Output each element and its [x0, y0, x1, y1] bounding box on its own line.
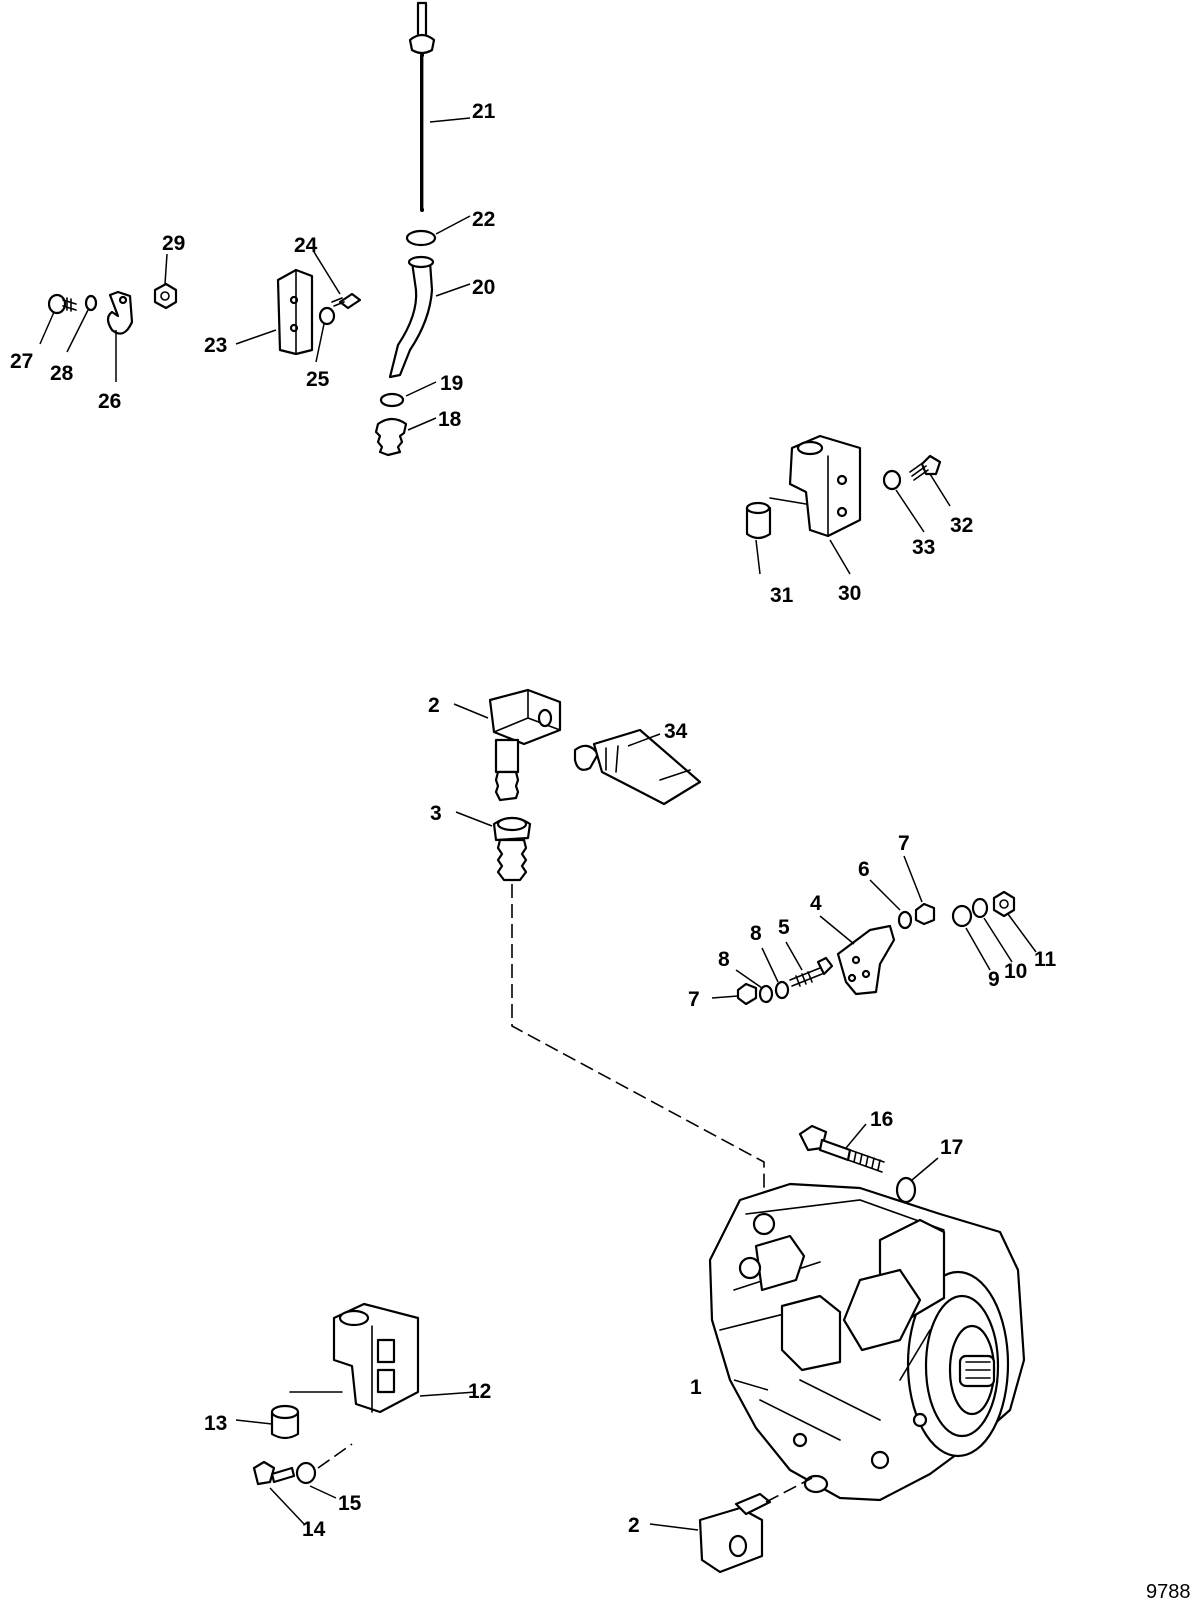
washer-10 [971, 897, 989, 919]
clamp-screw [47, 293, 77, 315]
callout-1: 1 [690, 1376, 702, 1399]
stud-5 [789, 956, 834, 987]
callout-3: 3 [430, 802, 442, 825]
callout-7-left: 7 [688, 988, 700, 1011]
nut-7-right [914, 902, 936, 926]
callout-16: 16 [870, 1108, 893, 1131]
callout-18: 18 [438, 408, 462, 431]
dipstick-handle [408, 1, 436, 55]
washer-8-b [774, 980, 790, 1000]
nut-11 [992, 890, 1016, 918]
callout-27: 27 [10, 350, 33, 373]
elbow-fitting-bottom [698, 1477, 813, 1574]
callout-8-lower: 8 [718, 948, 730, 971]
transmission-housing [708, 1182, 1026, 1502]
callout-23: 23 [204, 334, 227, 357]
callout-9: 9 [988, 968, 1000, 991]
mount-block-lower [289, 1302, 420, 1414]
callout-14: 14 [302, 1518, 326, 1541]
washer-8-a [758, 984, 774, 1004]
mount-block [769, 434, 862, 538]
callout-20: 20 [472, 276, 495, 299]
nut-7-left [736, 982, 758, 1006]
callout-11: 11 [1034, 948, 1057, 971]
mounting-bracket [276, 268, 314, 356]
callout-29: 29 [162, 232, 185, 255]
washer-9 [951, 904, 973, 928]
block-washer [882, 469, 902, 491]
barb-fitting [492, 816, 532, 882]
hose-adapter [573, 728, 702, 806]
callout-19: 19 [440, 372, 463, 395]
callout-31: 31 [770, 584, 794, 607]
callout-21: 21 [472, 100, 496, 123]
washer-17 [895, 1176, 917, 1204]
shift-bracket-4 [836, 924, 896, 996]
figure-id: 9788 [1146, 1581, 1191, 1603]
callout-4: 4 [810, 892, 822, 915]
leader-lines [39, 117, 1037, 1531]
bracket-washer [318, 306, 336, 326]
elbow-fitting-top [488, 688, 562, 802]
callout-34: 34 [664, 720, 688, 743]
callout-10: 10 [1004, 960, 1027, 983]
callout-8-upper: 8 [750, 922, 762, 945]
dipstick-tube [388, 255, 435, 379]
callout-15: 15 [338, 1492, 362, 1515]
block-insert [745, 501, 772, 540]
callout-labels: 1 2 2 3 4 5 6 7 7 8 8 9 10 11 12 13 14 1… [10, 100, 1057, 1541]
callout-22: 22 [472, 208, 495, 231]
callout-30: 30 [838, 582, 861, 605]
callout-6: 6 [858, 858, 870, 881]
washer-6 [897, 910, 913, 930]
callout-7-right: 7 [898, 832, 910, 855]
bolt-16 [798, 1124, 885, 1173]
callout-32: 32 [950, 514, 973, 537]
callout-33: 33 [912, 536, 935, 559]
callout-2-bottom: 2 [628, 1514, 640, 1537]
callout-28: 28 [50, 362, 74, 385]
callout-2-top: 2 [428, 694, 440, 717]
callout-24: 24 [294, 234, 318, 257]
bracket-screw [331, 292, 362, 310]
tube-fitting [374, 417, 408, 457]
o-ring-upper [405, 229, 437, 247]
p-clamp [106, 290, 134, 335]
hex-nut [153, 282, 178, 310]
callout-13: 13 [204, 1412, 227, 1435]
lower-insert [270, 1404, 300, 1440]
callout-17: 17 [940, 1136, 963, 1159]
callout-12: 12 [468, 1380, 491, 1403]
clamp-washer [84, 294, 98, 312]
block-bolt [909, 454, 942, 481]
callout-5: 5 [778, 916, 790, 939]
hose-routing-line [511, 884, 765, 1210]
callout-26: 26 [98, 390, 121, 413]
lower-washer [295, 1461, 317, 1485]
o-ring-lower [379, 392, 405, 408]
callout-25: 25 [306, 368, 330, 391]
lower-bolt [252, 1460, 296, 1486]
